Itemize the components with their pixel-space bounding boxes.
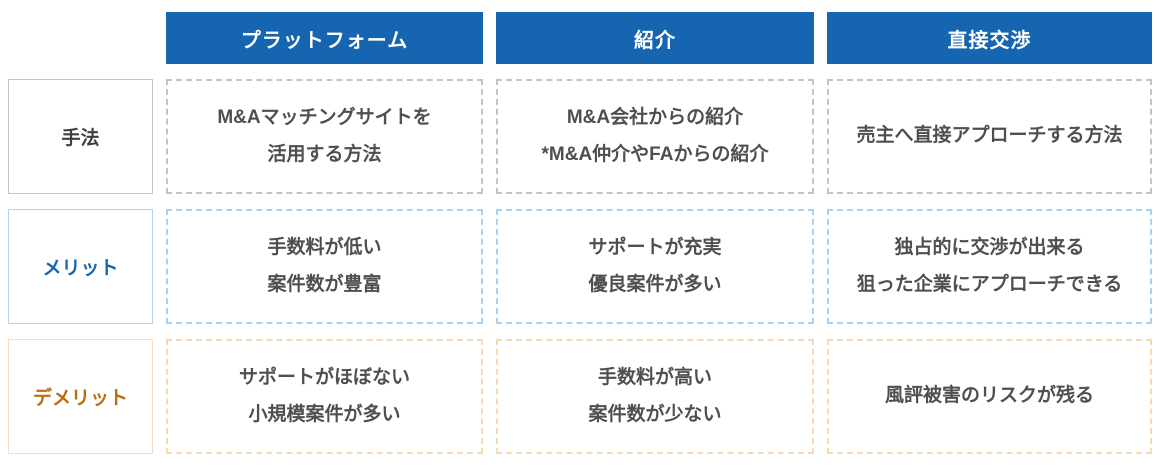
column-header-platform: プラットフォーム [166,12,483,64]
cell-text-line: 狙った企業にアプローチできる [856,273,1123,295]
cell-demerit-referral: 手数料が高い 案件数が少ない [496,339,814,454]
cell-text-line: サポートがほぼない [238,367,410,389]
column-header-referral: 紹介 [496,12,814,64]
cell-text-line: 風評被害のリスクが残る [884,385,1094,407]
header-spacer [8,12,153,64]
cell-text-line: *M&A仲介やFAからの紹介 [541,143,769,165]
cell-method-platform: M&Aマッチングサイトを 活用する方法 [166,79,483,194]
column-header-label: 紹介 [634,29,676,52]
cell-text-line: 売主へ直接アプローチする方法 [856,125,1123,147]
row-label-method: 手法 [8,79,153,194]
cell-method-direct-negotiation: 売主へ直接アプローチする方法 [827,79,1152,194]
cell-text-line: 小規模案件が多い [248,403,401,425]
cell-method-referral: M&A会社からの紹介 *M&A仲介やFAからの紹介 [496,79,814,194]
cell-demerit-platform: サポートがほぼない 小規模案件が多い [166,339,483,454]
cell-merit-direct-negotiation: 独占的に交渉が出来る 狙った企業にアプローチできる [827,209,1152,324]
column-header-label: プラットフォーム [240,29,409,52]
cell-text-line: 優良案件が多い [588,273,722,295]
cell-demerit-direct-negotiation: 風評被害のリスクが残る [827,339,1152,454]
cell-text-line: 手数料が高い [597,367,712,389]
cell-text-line: M&Aマッチングサイトを [217,107,432,129]
row-label-text: メリット [42,258,119,279]
cell-text-line: M&A会社からの紹介 [566,107,744,129]
cell-merit-referral: サポートが充実 優良案件が多い [496,209,814,324]
cell-text-line: 活用する方法 [267,143,382,165]
cell-text-line: 案件数が少ない [588,403,722,425]
row-label-text: 手法 [61,128,100,149]
cell-merit-platform: 手数料が低い 案件数が豊富 [166,209,483,324]
row-label-demerit: デメリット [8,339,153,454]
row-label-merit: メリット [8,209,153,324]
row-label-text: デメリット [32,388,128,409]
cell-text-line: サポートが充実 [588,237,722,259]
column-header-label: 直接交渉 [947,29,1032,52]
cell-text-line: 案件数が豊富 [267,273,382,295]
column-header-direct-negotiation: 直接交渉 [827,12,1152,64]
cell-text-line: 手数料が低い [267,237,382,259]
cell-text-line: 独占的に交渉が出来る [894,237,1085,259]
